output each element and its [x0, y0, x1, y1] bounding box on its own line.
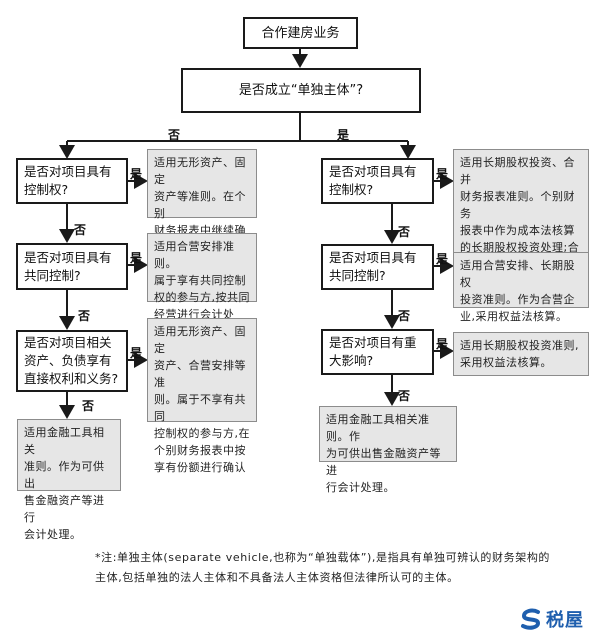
main-no-label: 否: [168, 128, 181, 142]
left-joint-control-question: 是否对项目具有共同控制?: [16, 243, 128, 290]
left-q3-no-label: 否: [82, 399, 95, 413]
left-q2-no-label: 否: [78, 309, 91, 323]
right-joint-control-question: 是否对项目具有共同控制?: [321, 244, 434, 290]
footnote: *注:单独主体(separate vehicle,也称为“单独载体”),是指具有…: [95, 551, 551, 584]
left-direct-rights-note: 适用无形资产、固定 资产、合营安排等准 则。属于不享有共同 控制权的参与方,在 …: [147, 318, 257, 474]
right-control-note: 适用长期股权投资、合并 财务报表准则。个别财务 报表中作为成本法核算 的长期股权…: [453, 149, 589, 288]
right-financial-instrument-note: 适用金融工具相关准则。作 为可供出售金融资产等进 行会计处理。: [319, 406, 457, 494]
left-q2-yes-label: 是: [130, 251, 143, 265]
right-q1-no-label: 否: [398, 225, 411, 239]
left-q1-no-label: 否: [74, 223, 87, 237]
left-q3-yes-label: 是: [130, 346, 143, 360]
start-node: 合作建房业务: [243, 17, 358, 49]
brand-logo: 税屋: [520, 606, 584, 632]
left-q1-yes-label: 是: [130, 167, 143, 181]
right-q1-yes-label: 是: [436, 167, 449, 181]
logo-text: 税屋: [546, 610, 584, 631]
right-q2-yes-label: 是: [436, 252, 449, 266]
left-control-question: 是否对项目具有控制权?: [16, 158, 128, 204]
right-significant-influence-question: 是否对项目有重大影响?: [321, 329, 434, 375]
s-logo-icon: [521, 608, 541, 630]
right-q2-no-label: 否: [398, 309, 411, 323]
left-control-note: 适用无形资产、固定 资产等准则。在个别 财务报表中继续确 认单项资产。: [147, 149, 257, 254]
right-control-question: 是否对项目具有控制权?: [321, 158, 434, 204]
left-direct-rights-question: 是否对项目相关资产、负债享有直接权利和义务?: [16, 330, 128, 392]
right-joint-control-note: 适用合营安排、长期股权 投资准则。作为合营企 业,采用权益法核算。: [453, 252, 589, 323]
main-yes-label: 是: [337, 128, 350, 142]
right-significant-influence-note: 适用长期股权投资准则, 采用权益法核算。: [453, 332, 589, 376]
main-question: 是否成立“单独主体”?: [181, 68, 421, 113]
right-q3-no-label: 否: [398, 389, 411, 403]
left-joint-control-note: 适用合营安排准则。 属于享有共同控制 权的参与方,按共同 经营进行会计处理。: [147, 233, 257, 338]
right-q3-yes-label: 是: [436, 337, 449, 351]
left-financial-instrument-note: 适用金融工具相关 准则。作为可供出 售金融资产等进行 会计处理。: [17, 419, 121, 541]
